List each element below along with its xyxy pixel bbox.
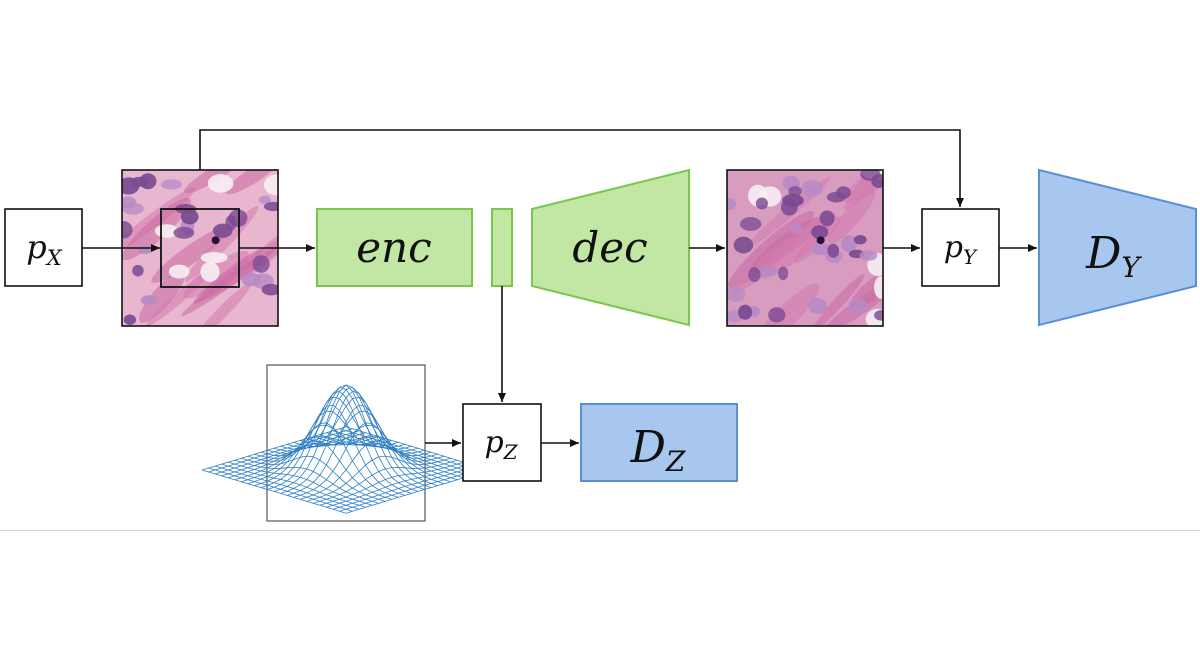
px-node: pX [4, 208, 83, 287]
discriminator-z: DZ [580, 403, 738, 482]
output-tissue-image [726, 169, 884, 327]
svg-text:enc: enc [356, 223, 431, 272]
svg-text:DZ: DZ [630, 422, 686, 478]
encoder-block: enc [316, 208, 473, 287]
bottom-divider [0, 530, 1200, 531]
py-node: pY [921, 208, 1000, 287]
svg-text:DY: DY [1085, 228, 1142, 284]
pz-node: pZ [462, 403, 542, 482]
gaussian-prior-plot [201, 364, 491, 522]
svg-text:dec: dec [572, 223, 647, 272]
svg-text:pY: pY [944, 230, 978, 269]
svg-text:pX: pX [26, 228, 62, 270]
svg-text:pZ: pZ [484, 425, 518, 464]
discriminator-y: DY [1038, 168, 1197, 327]
latent-code [491, 208, 513, 287]
arrow-skip-to-py [199, 129, 964, 207]
decoder-block: dec [531, 168, 690, 327]
